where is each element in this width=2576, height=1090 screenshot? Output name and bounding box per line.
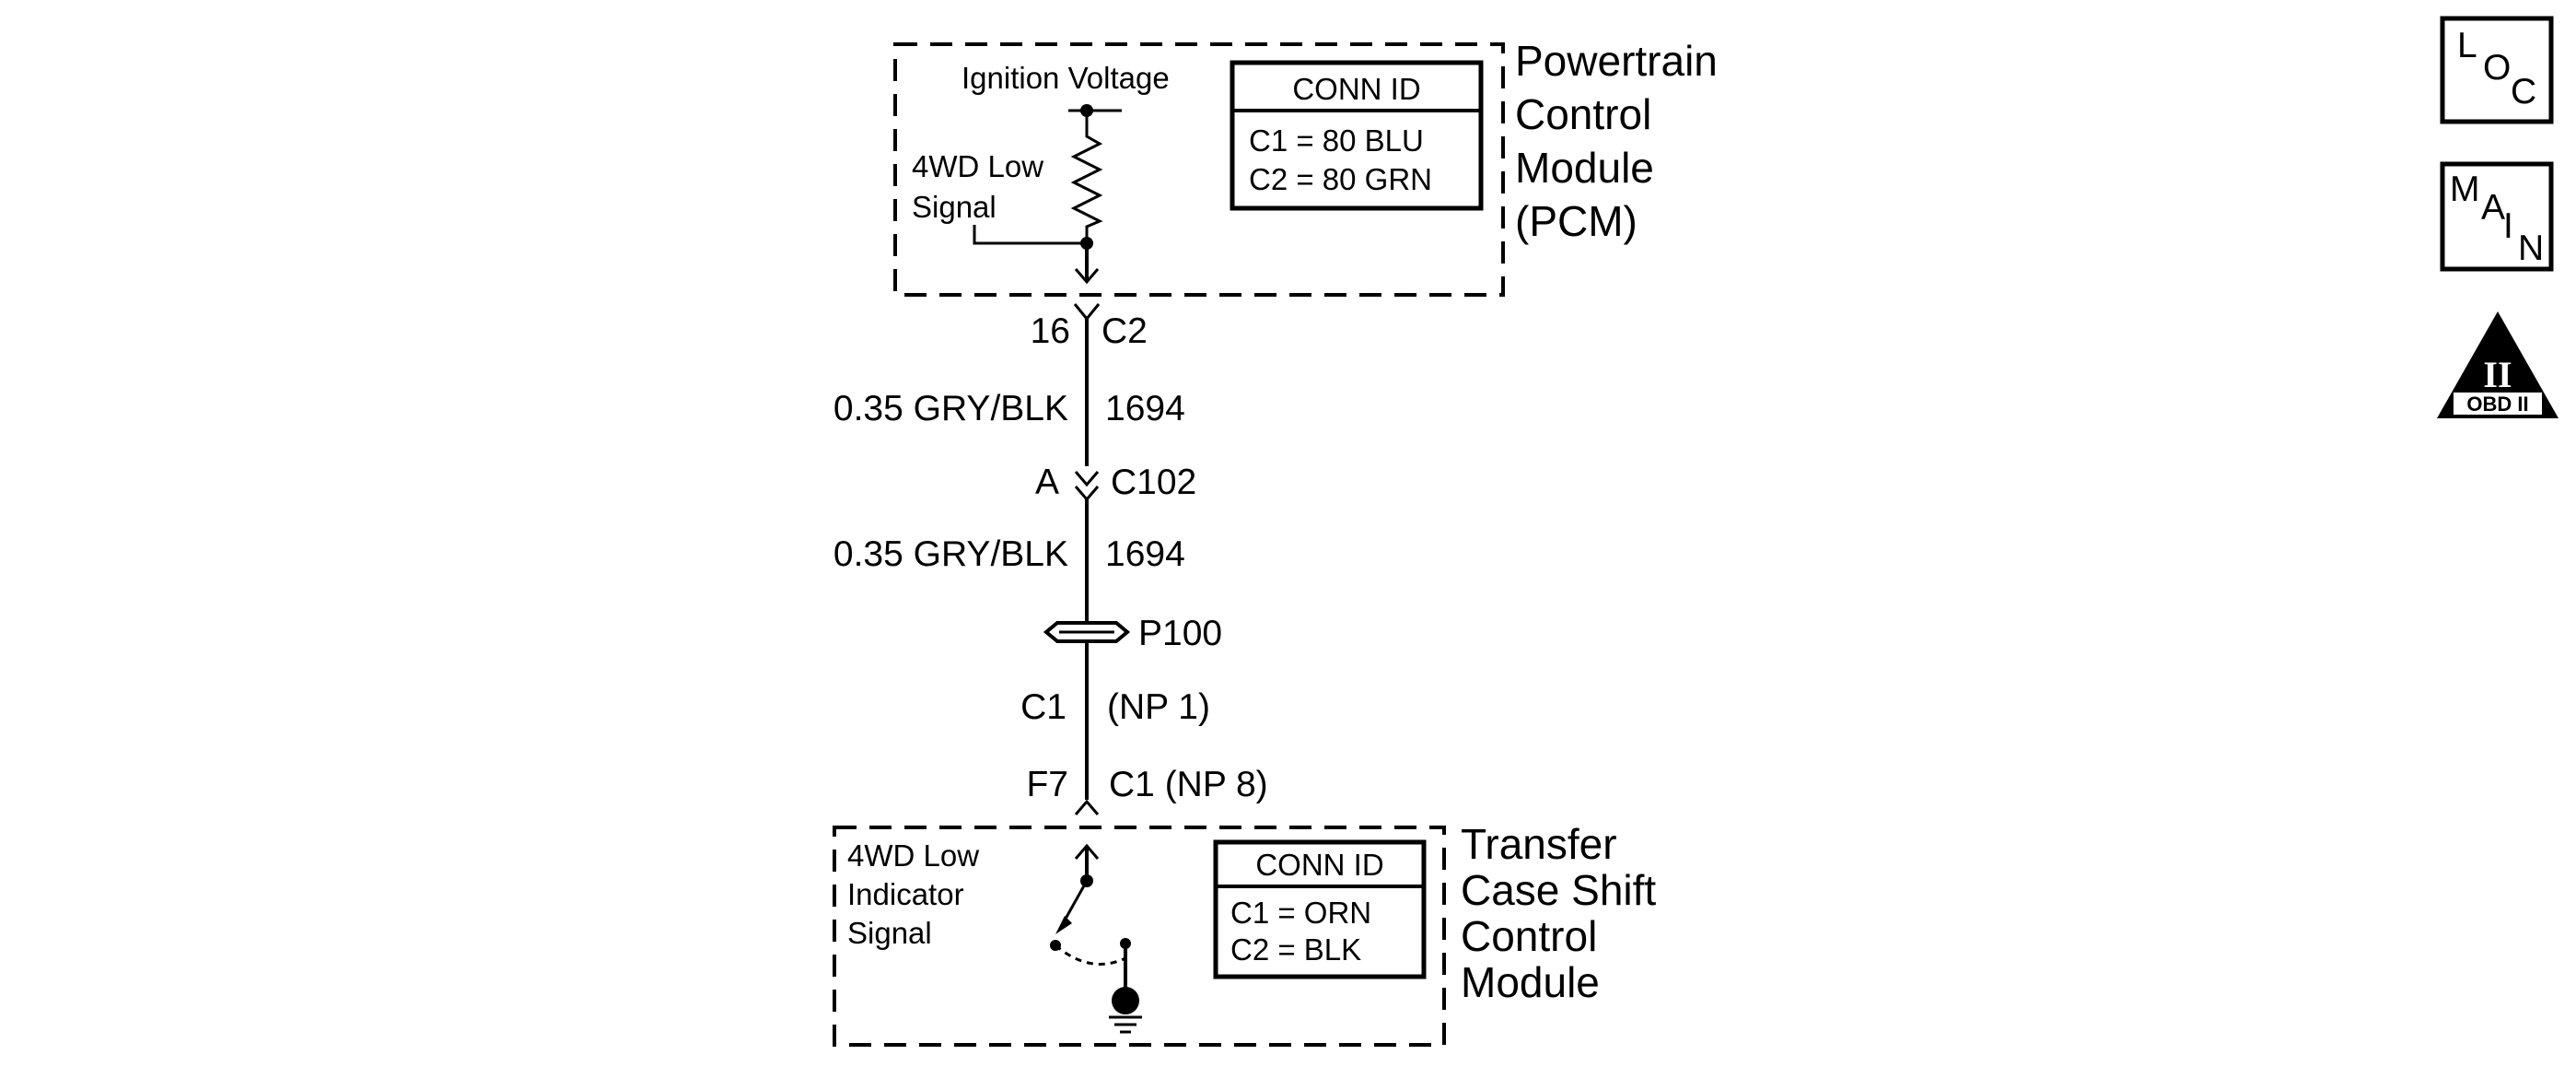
tcscm-boundary bbox=[833, 826, 1446, 1047]
pcm-name-line4: (PCM) bbox=[1515, 197, 1638, 245]
ground-terminal bbox=[1112, 987, 1139, 1014]
connector-c102-male bbox=[1074, 471, 1100, 487]
switch-blade-tip bbox=[1055, 916, 1072, 934]
tcscm-conn-id-title: CONN ID bbox=[1255, 848, 1383, 882]
pass-through-p100-id: P100 bbox=[1138, 614, 1222, 653]
main-icon[interactable]: M A I N bbox=[2440, 161, 2554, 272]
wire-2-gauge-color: 0.35 GRY/BLK bbox=[833, 534, 1068, 574]
pcm-signal-label-line2: Signal bbox=[912, 190, 997, 224]
tcscm-indicator-label-line1: 4WD Low bbox=[847, 838, 979, 873]
connector-c2: 16 C2 bbox=[1031, 303, 1148, 351]
pcm-signal-label-line1: 4WD Low bbox=[912, 149, 1043, 183]
wire-3-left-label: C1 bbox=[1020, 687, 1067, 727]
connector-c102: A C102 bbox=[1035, 463, 1196, 502]
pcm-name-line3: Module bbox=[1515, 144, 1654, 192]
connector-c102-pin: A bbox=[1035, 463, 1059, 502]
tcscm-conn-id-row: C2 = BLK bbox=[1230, 932, 1361, 967]
ignition-voltage-label: Ignition Voltage bbox=[962, 61, 1170, 95]
pcm-boundary bbox=[893, 42, 1505, 297]
pcm-pin-arrow bbox=[1074, 268, 1100, 285]
connector-tcscm-symbol bbox=[1074, 799, 1100, 815]
connector-c102-female bbox=[1074, 486, 1100, 502]
connector-tcscm-pin: F7 bbox=[1026, 765, 1068, 804]
tcscm-name-line3: Control bbox=[1461, 912, 1597, 960]
pcm-conn-id-title: CONN ID bbox=[1292, 72, 1420, 106]
pullup-resistor bbox=[1070, 111, 1103, 243]
svg-text:O: O bbox=[2483, 48, 2511, 88]
tcscm-conn-id-row: C1 = ORN bbox=[1230, 896, 1371, 930]
loc-icon[interactable]: L O C bbox=[2440, 16, 2554, 124]
wire-2-circuit: 1694 bbox=[1105, 534, 1185, 574]
obd-ii-icon[interactable]: II OBD II bbox=[2437, 311, 2559, 418]
pcm-conn-id-box: CONN ID C1 = 80 BLU C2 = 80 GRN bbox=[1230, 60, 1484, 211]
pcm-name-line1: Powertrain bbox=[1515, 37, 1718, 85]
connector-tcscm-c1: F7 C1 (NP 8) bbox=[1026, 765, 1268, 815]
connector-c2-symbol bbox=[1073, 303, 1101, 322]
wire-1-gauge-color: 0.35 GRY/BLK bbox=[833, 389, 1068, 428]
signal-lead bbox=[973, 225, 1087, 245]
connector-c2-id: C2 bbox=[1102, 311, 1148, 351]
svg-text:I: I bbox=[2503, 206, 2513, 246]
tcscm-name-line2: Case Shift bbox=[1461, 866, 1656, 914]
pcm-conn-id-row: C2 = 80 GRN bbox=[1249, 162, 1432, 196]
tcscm-conn-id-box: CONN ID C1 = ORN C2 = BLK bbox=[1213, 839, 1427, 979]
svg-text:C: C bbox=[2511, 72, 2536, 111]
pcm-module: Ignition Voltage 4WD Low Signal CONN ID … bbox=[893, 37, 1718, 297]
svg-text:N: N bbox=[2518, 229, 2544, 268]
tcscm-module: 4WD Low Indicator Signal CONN ID C1 = OR… bbox=[833, 820, 1656, 1047]
switch-linkage bbox=[1055, 943, 1126, 966]
connector-tcscm-id: C1 (NP 8) bbox=[1109, 765, 1268, 804]
svg-text:L: L bbox=[2457, 26, 2477, 65]
tcscm-name-line1: Transfer bbox=[1461, 820, 1617, 868]
obd-ii-label: OBD II bbox=[2466, 393, 2528, 416]
tcscm-indicator-label-line3: Signal bbox=[847, 916, 932, 950]
tcscm-indicator-label-line2: Indicator bbox=[847, 877, 964, 911]
wire-3-right-label: (NP 1) bbox=[1107, 687, 1210, 727]
connector-c2-pin: 16 bbox=[1031, 311, 1070, 351]
svg-text:M: M bbox=[2450, 170, 2480, 209]
tcscm-name-line4: Module bbox=[1461, 958, 1600, 1006]
wire-1-circuit: 1694 bbox=[1105, 389, 1185, 428]
pcm-conn-id-row: C1 = 80 BLU bbox=[1249, 123, 1424, 158]
pass-through-p100: P100 bbox=[1043, 614, 1222, 653]
connector-c102-id: C102 bbox=[1111, 463, 1196, 502]
svg-text:A: A bbox=[2481, 188, 2505, 228]
obd-ii-numeral: II bbox=[2483, 354, 2512, 395]
pcm-name-line2: Control bbox=[1515, 90, 1651, 138]
